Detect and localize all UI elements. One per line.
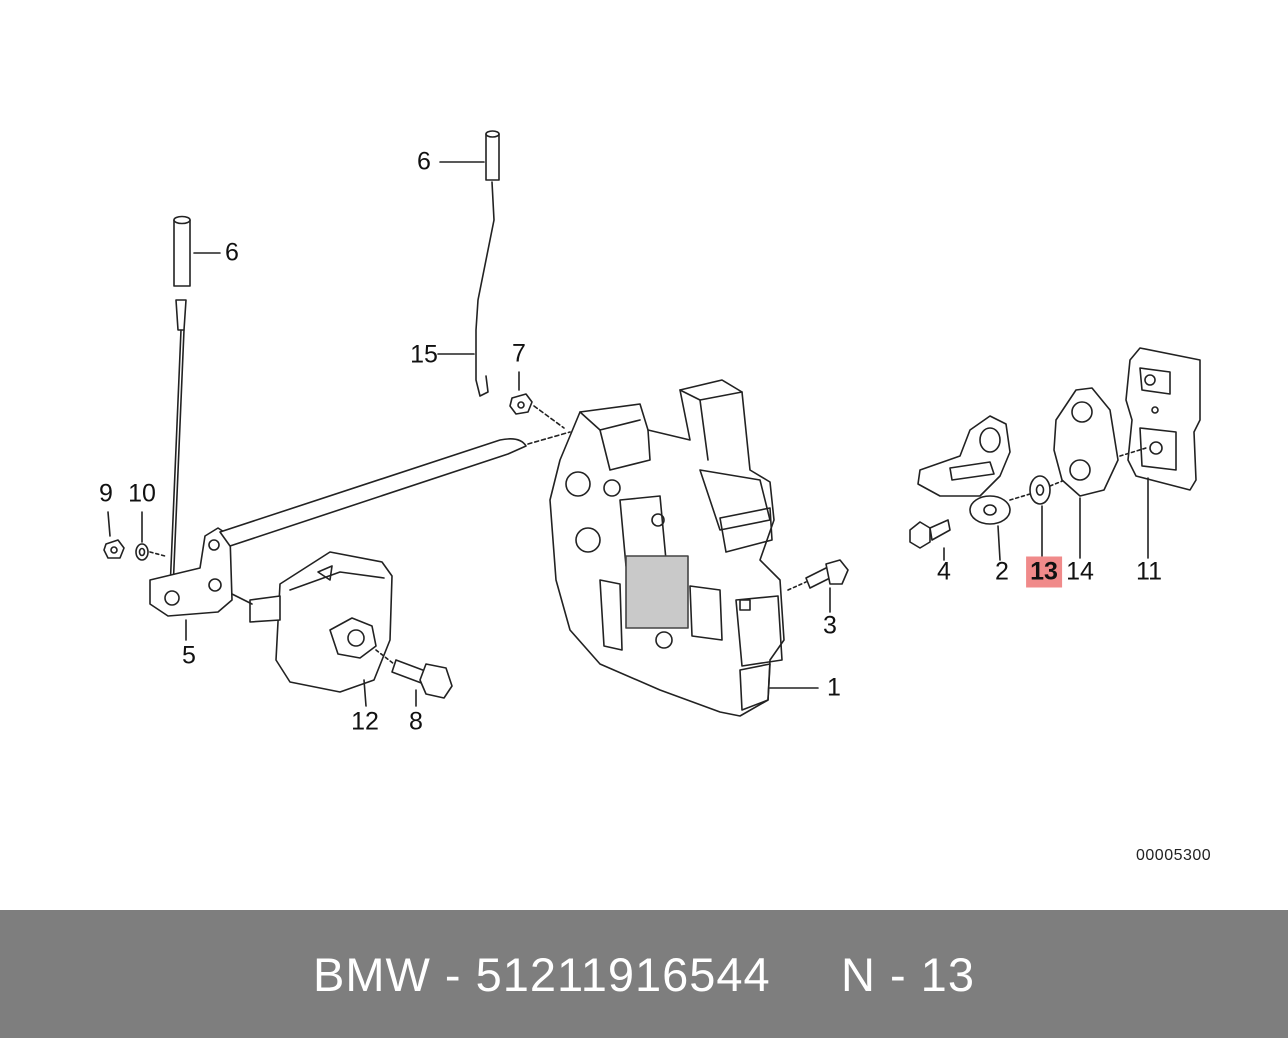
part-9-nut (103, 511, 125, 559)
callout-12: 12 (351, 707, 379, 736)
callout-13-highlighted: 13 (1026, 556, 1062, 588)
callout-1: 1 (827, 673, 841, 702)
part-3-screw (787, 559, 849, 613)
part-2-striker (917, 415, 1011, 561)
callout-6-upper: 6 (417, 147, 431, 176)
part-13-washer (1009, 475, 1071, 557)
callout-8: 8 (409, 707, 423, 736)
callout-14: 14 (1066, 557, 1094, 586)
callout-4: 4 (937, 557, 951, 586)
callout-9: 9 (99, 479, 113, 508)
part-10-washer (135, 511, 166, 561)
part-8-bolt (375, 649, 453, 707)
part-5-lever (149, 527, 233, 641)
callout-11: 11 (1136, 557, 1162, 586)
part-7-clip (509, 371, 565, 429)
footer-bar: BMW - 51211916544 N - 13 (0, 910, 1288, 1038)
callout-6-left: 6 (225, 238, 239, 267)
part-6-upper-pin (475, 130, 500, 397)
exploded-view-drawing (103, 130, 1201, 717)
callout-5: 5 (182, 641, 196, 670)
callout-15: 15 (410, 340, 438, 369)
callout-3: 3 (823, 611, 837, 640)
diagram-id: 00005300 (1136, 847, 1212, 864)
part-1-lock-body (549, 379, 819, 717)
callout-7: 7 (512, 339, 526, 368)
part-4-screw (909, 519, 951, 561)
part-14-plate (1053, 387, 1119, 559)
part-11-backing-plate (1119, 347, 1201, 559)
footer-part-number: BMW - 51211916544 N - 13 (313, 947, 975, 1001)
callout-2: 2 (995, 557, 1009, 586)
parts-diagram: 6 6 15 7 9 10 5 12 8 1 3 4 2 13 14 11 00… (99, 130, 1212, 864)
part-12-housing (231, 551, 393, 707)
part-6-left-pin (169, 215, 191, 591)
callout-10: 10 (128, 479, 156, 508)
